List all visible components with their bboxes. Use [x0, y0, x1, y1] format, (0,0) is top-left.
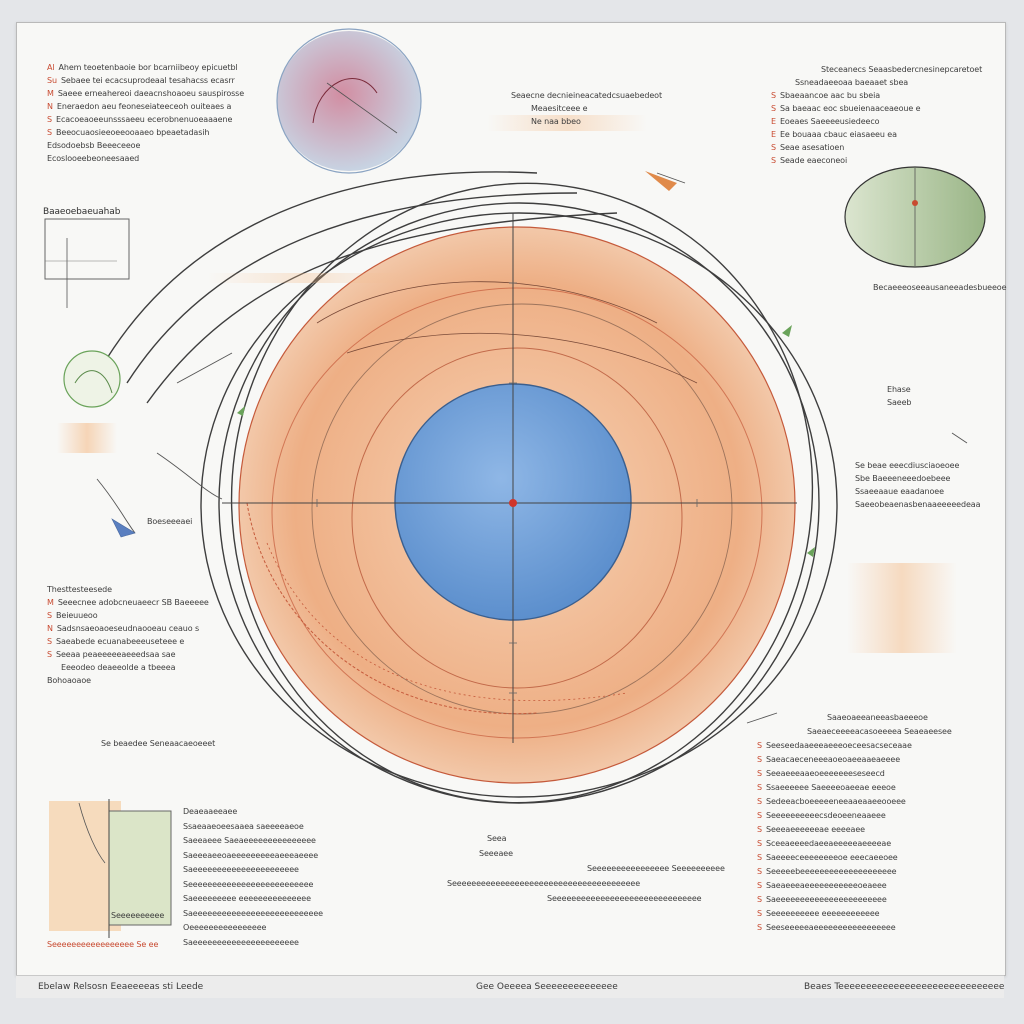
footer-right: Beaes Teeeeeeeeeeeeeeeeeeeeeeeeeeeeee: [804, 982, 1005, 992]
box-footnote: Seeeeeeeeeeeeeeeee Se ee: [47, 940, 159, 949]
axis-ticks: [316, 282, 698, 694]
box-caption: Seeeeeeeeee: [111, 911, 165, 920]
inset-right-caption: Becaeeeoseeausaneeadesbueeoe: [873, 283, 1007, 292]
inset-box-title: Baaeoebaeuahab: [43, 207, 121, 217]
label-block-top-right: Steceanecs Seaasbedercnesinepcaretoet Ss…: [771, 65, 983, 165]
label-block-bottom-center: Seea Seeeaee Seeeeeeeeeeeeeeee Seeeeeeee…: [447, 834, 725, 903]
label-left-bottom: Se beaedee Seneaacaeoeeet: [101, 739, 216, 748]
orbit-lines: [100, 171, 838, 804]
label-left-small: Boeseeeaei: [147, 517, 193, 526]
leader-arrows: [96, 172, 968, 724]
label-right-small: Ehase Saeeb: [887, 385, 912, 407]
label-block-bottom-left: Deaeaaeeaee Ssaeaaeoeesaaea saeeeeaeoe S…: [183, 807, 323, 947]
orange-arrow-icon: [645, 171, 677, 191]
inset-box-bottom-left: [49, 799, 172, 938]
label-block-top-center: Seaecne decnieineacatedcsuaebedeot Meaes…: [511, 91, 663, 126]
center-point: [509, 499, 517, 507]
earth-diagram: [44, 28, 986, 938]
inset-box-left: [44, 218, 130, 308]
inset-green-right: [844, 166, 986, 268]
mantle-bands: [238, 226, 796, 784]
inset-green-left: [63, 350, 121, 408]
label-block-right-mid: Se beae eeecdiusciaoeoee Sbe Baeeeneeedo…: [855, 461, 981, 509]
footer-left: Ebelaw Relsosn Eeaeeeeas sti Leede: [38, 982, 204, 992]
top-sphere: [276, 28, 422, 174]
label-block-bottom-right: Saaeoaeeaneeasbaeeeoe Saeaeceeeeacasoeee…: [757, 713, 952, 932]
footer-center: Gee Oeeeea Seeeeeeeeeeeeee: [476, 982, 618, 992]
green-sprig-icon: [237, 325, 815, 557]
color-smears: [57, 115, 957, 653]
footer-bar: Ebelaw Relsosn Eeaeeeeas sti Leede Gee O…: [16, 975, 1004, 998]
blue-arrow-icon: [111, 518, 136, 538]
